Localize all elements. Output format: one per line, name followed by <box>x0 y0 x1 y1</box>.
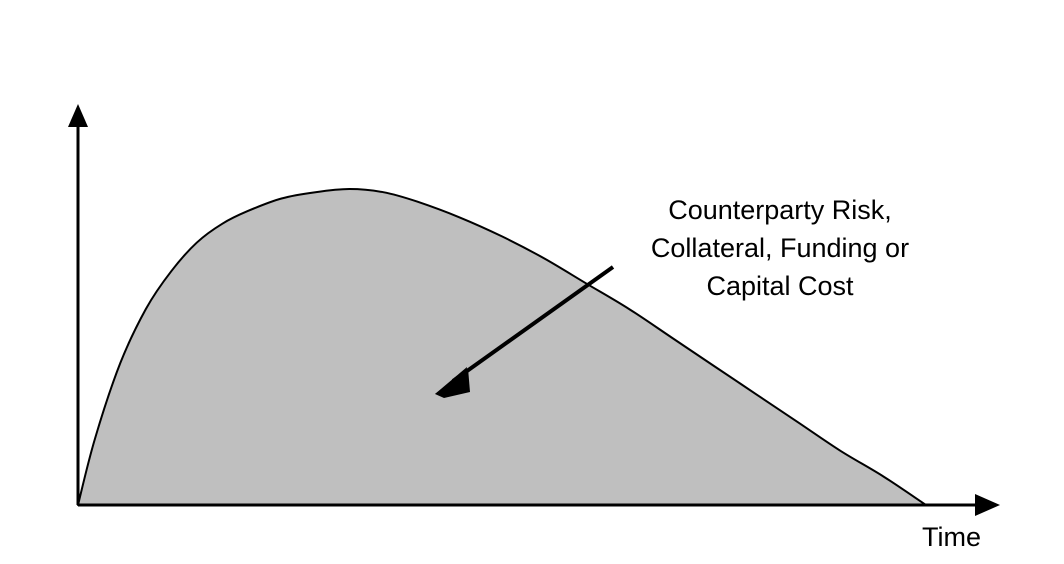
x-axis-label: Time <box>922 522 981 552</box>
annotation-line-3: Capital Cost <box>706 271 854 301</box>
annotation-line-1: Counterparty Risk, <box>668 195 892 225</box>
annotation-line-2: Collateral, Funding or <box>650 233 910 263</box>
annotation-arrow-line <box>451 265 615 383</box>
x-axis-arrow-icon <box>975 494 1000 516</box>
annotation-label: Counterparty Risk, Collateral, Funding o… <box>620 191 940 305</box>
y-axis-arrow-icon <box>68 104 88 127</box>
annotation-arrow-icon-fill <box>435 368 470 398</box>
